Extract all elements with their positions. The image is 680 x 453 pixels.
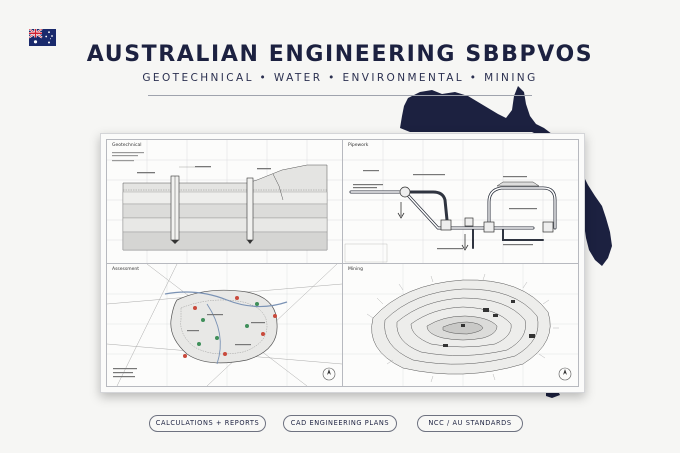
geotechnical-section-panel: Geotechnical bbox=[107, 140, 343, 264]
badge-calculations-reports: CALCULATIONS + REPORTS bbox=[149, 415, 266, 432]
australian-flag-icon bbox=[29, 29, 56, 46]
panel-label-assessment: Assessment bbox=[112, 267, 139, 272]
environmental-site-plan-panel: Assessment bbox=[107, 264, 343, 386]
site-plan-drawing bbox=[107, 264, 342, 386]
panel-label-mining: Mining bbox=[348, 267, 363, 272]
soil-profile-drawing bbox=[107, 140, 342, 263]
services-subtitle: GEOTECHNICAL • WATER • ENVIRONMENTAL • M… bbox=[142, 72, 538, 84]
page-title: AUSTRALIAN ENGINEERING SBBPVOS bbox=[86, 42, 594, 67]
water-pipeline-panel: Pipework bbox=[343, 140, 578, 264]
engineering-drawing-sheet: Geotechnical bbox=[100, 133, 585, 393]
badge-ncc-au-standards: NCC / AU STANDARDS bbox=[417, 415, 523, 432]
mining-pit-drawing bbox=[343, 264, 578, 386]
pipeline-schematic-drawing bbox=[343, 140, 578, 263]
mining-pit-plan-panel: Mining bbox=[343, 264, 578, 386]
drawing-frame: Geotechnical bbox=[106, 139, 579, 387]
panel-label-geotechnical: Geotechnical bbox=[112, 143, 142, 148]
panel-label-pipework: Pipework bbox=[348, 143, 369, 148]
title-divider bbox=[148, 95, 532, 96]
badge-cad-engineering-plans: CAD ENGINEERING PLANS bbox=[283, 415, 397, 432]
